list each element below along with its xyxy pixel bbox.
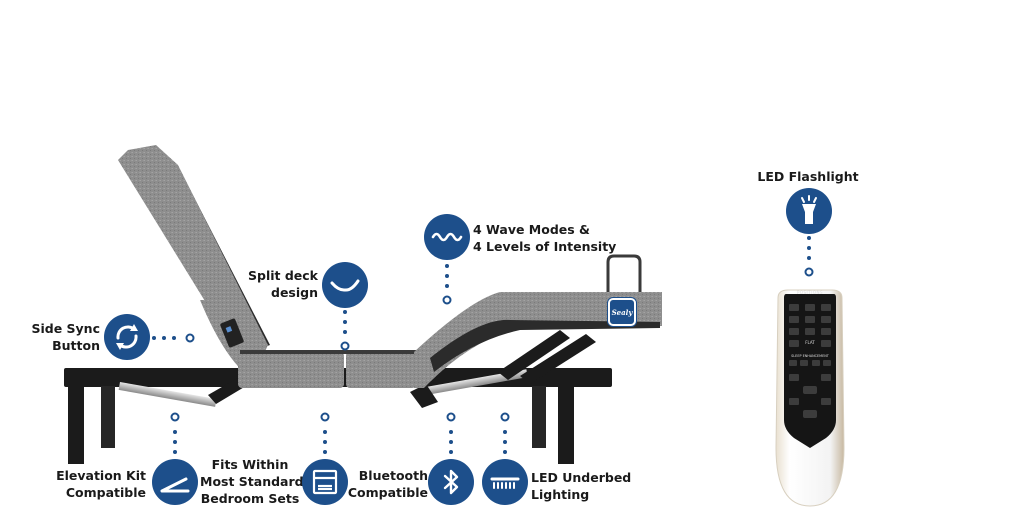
split-deck-label: Split deck design — [248, 268, 318, 300]
bedroom-set-icon — [302, 459, 348, 505]
frame-leg — [532, 386, 546, 448]
brand-badge: Sealy — [608, 298, 636, 326]
bluetooth-icon — [428, 459, 474, 505]
thigh-deck — [346, 352, 416, 388]
wave-label: 4 Wave Modes & 4 Levels of Intensity — [473, 222, 617, 254]
led-underbed-connector — [500, 412, 510, 454]
fits-label: Fits Within Most Standard Bedroom Sets — [200, 457, 304, 506]
frame-leg — [68, 386, 84, 464]
split-deck-connector — [340, 310, 350, 351]
brand-badge-text: Sealy — [611, 307, 633, 317]
remote-header-text: POSITIONS — [796, 290, 824, 295]
wave-icon — [424, 214, 470, 260]
actuator-arm — [118, 382, 217, 407]
led-strip-icon — [482, 459, 528, 505]
elevation-label: Elevation Kit Compatible — [56, 468, 146, 500]
side-sync-connector — [152, 333, 195, 343]
foot-deck — [414, 292, 662, 388]
split-deck-icon — [322, 262, 368, 308]
flashlight-icon — [786, 188, 832, 234]
side-sync-label: Side Sync Button — [31, 321, 100, 353]
frame-leg — [558, 386, 574, 464]
elevation-connector — [170, 412, 180, 454]
bluetooth-connector — [446, 412, 456, 454]
remote-pocket — [220, 318, 244, 348]
frame-leg — [101, 386, 115, 448]
actuator-arm — [420, 369, 528, 396]
wave-connector — [442, 264, 452, 305]
remote-control — [775, 289, 845, 507]
elevation-icon — [152, 459, 198, 505]
head-deck — [118, 145, 268, 358]
bluetooth-label: Bluetooth Compatible — [347, 468, 428, 500]
remote-sleep-text: SLEEP ENHANCEMENT — [791, 354, 829, 358]
fits-connector — [320, 412, 330, 454]
led-flashlight-connector — [804, 236, 814, 277]
remote-flat-text: FLAT — [805, 340, 815, 345]
sync-icon — [104, 314, 150, 360]
seat-deck — [238, 352, 344, 388]
led-underbed-label: LED Underbed Lighting — [531, 470, 632, 502]
led-flashlight-label: LED Flashlight — [757, 169, 859, 184]
